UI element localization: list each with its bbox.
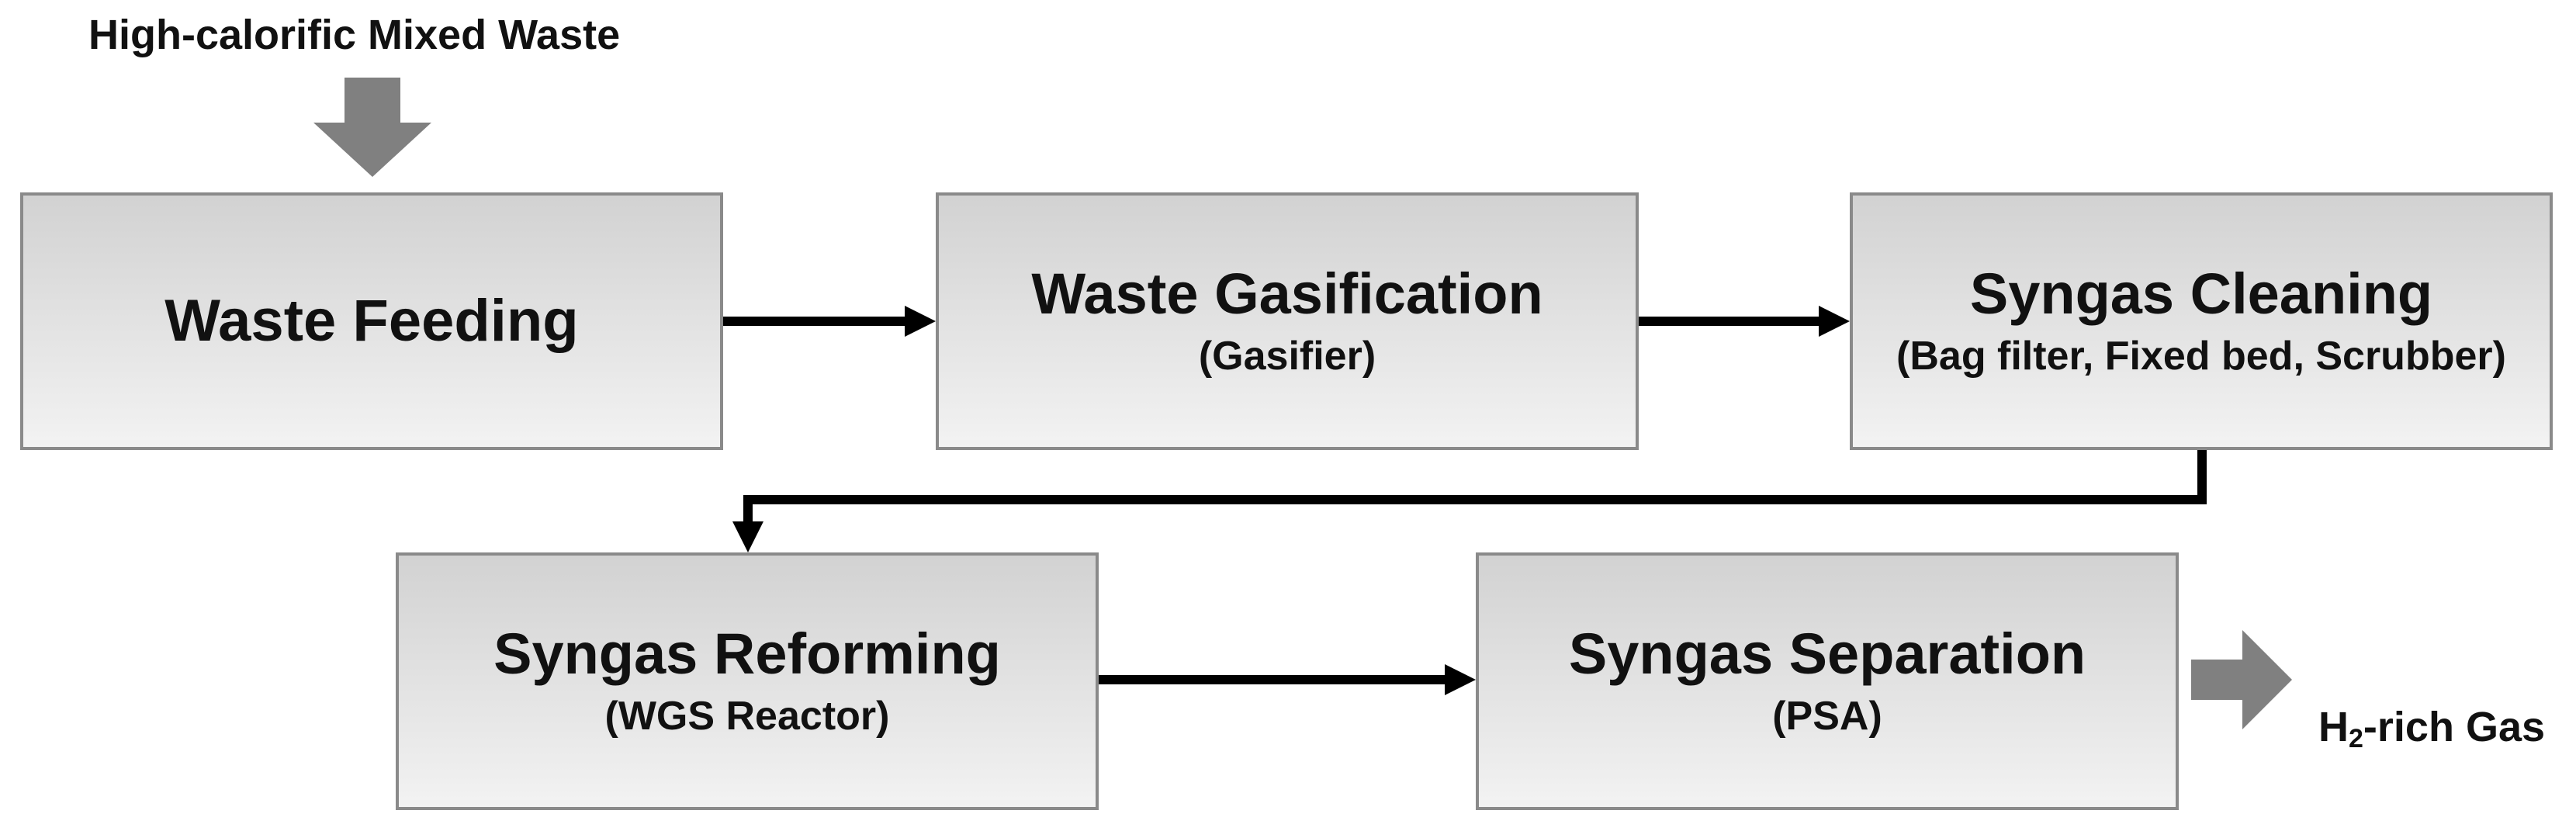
input-label: High-calorific Mixed Waste	[88, 12, 621, 58]
step-waste-feeding: Waste Feeding	[20, 192, 723, 450]
input-block-arrow	[313, 78, 431, 177]
step-syngas-cleaning: Syngas Cleaning (Bag filter, Fixed bed, …	[1850, 192, 2553, 450]
step-subtitle: (PSA)	[1772, 694, 1882, 739]
step-syngas-separation: Syngas Separation (PSA)	[1476, 552, 2179, 810]
step-title: Syngas Cleaning	[1969, 261, 2433, 326]
output-label: H2-rich Gas	[2318, 703, 2545, 754]
step-subtitle: (Gasifier)	[1198, 334, 1376, 379]
step-title: Syngas Reforming	[493, 621, 1001, 686]
step-title: Waste Gasification	[1031, 261, 1543, 326]
step-subtitle: (Bag filter, Fixed bed, Scrubber)	[1896, 334, 2506, 379]
output-block-arrow	[2191, 630, 2292, 729]
arrow-feeding-to-gasification	[723, 306, 936, 337]
step-syngas-reforming: Syngas Reforming (WGS Reactor)	[396, 552, 1099, 810]
arrow-gasification-to-cleaning	[1637, 306, 1850, 337]
step-title: Syngas Separation	[1568, 621, 2086, 686]
output-suffix: -rich Gas	[2363, 704, 2546, 750]
output-subscript: 2	[2349, 724, 2363, 753]
step-subtitle: (WGS Reactor)	[604, 694, 890, 739]
arrow-cleaning-to-reforming	[732, 450, 2207, 552]
step-waste-gasification: Waste Gasification (Gasifier)	[936, 192, 1639, 450]
output-prefix: H	[2318, 704, 2349, 750]
arrow-reforming-to-separation	[1099, 664, 1476, 695]
step-title: Waste Feeding	[164, 288, 579, 355]
